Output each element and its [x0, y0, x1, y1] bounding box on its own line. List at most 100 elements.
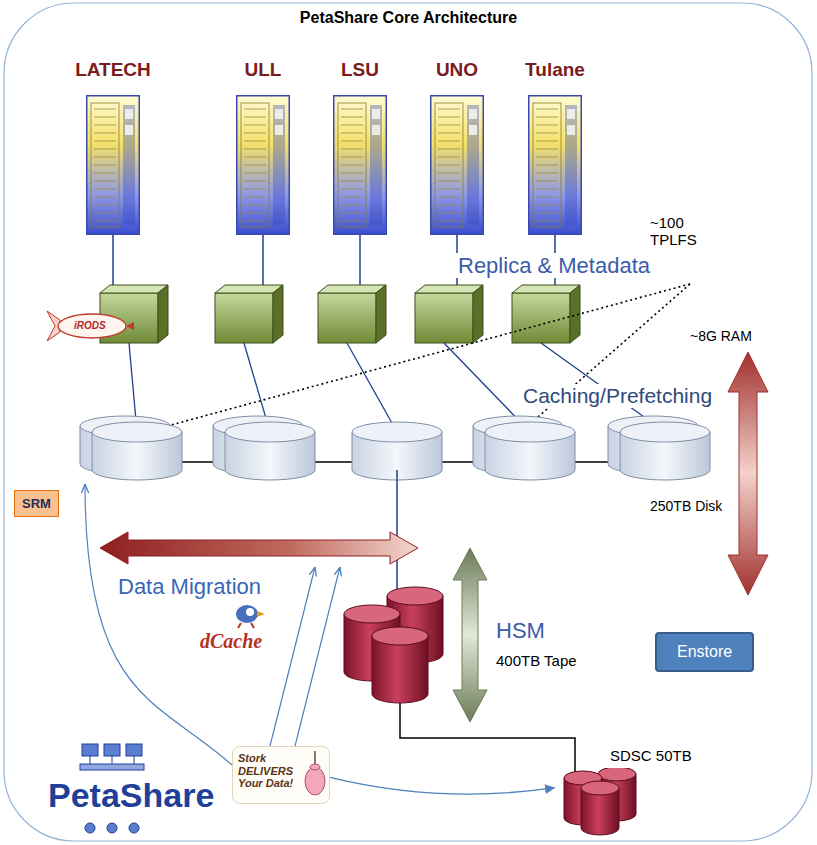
server-link: [262, 235, 264, 288]
sdsc-cylinder: [581, 781, 619, 795]
outer-frame: [4, 3, 812, 841]
stork-bundle: [314, 751, 316, 765]
cache-node-box: [100, 285, 168, 293]
server-rack: [536, 213, 558, 214]
server-rack: [341, 133, 363, 134]
node-label: Enstore: [677, 643, 732, 661]
server-rack: [536, 149, 558, 150]
disk-cylinder: [352, 422, 442, 442]
server-rack: [533, 103, 561, 227]
node-label: LATECH: [75, 58, 151, 82]
server-rack: [536, 157, 558, 158]
server-rack: [536, 141, 558, 142]
stork-logo: Stork DELIVERS Your Data!: [232, 746, 330, 804]
irods-rocket: [58, 314, 126, 338]
server-rack: [341, 149, 363, 150]
cache-node-box: [318, 293, 376, 343]
server-rack: [536, 117, 558, 118]
logo-text: dCache: [200, 630, 262, 653]
sdsc-storage: SDSC 50TB: [555, 746, 698, 836]
tape-cylinder: [344, 605, 400, 623]
stork-transfer-arrow: [295, 567, 340, 746]
server-rack: [438, 181, 460, 182]
server-rack: [87, 96, 140, 235]
server-rack: [94, 205, 116, 206]
petashare-logo-icon: [80, 764, 144, 770]
server-rack: [431, 96, 484, 235]
server-rack: [469, 125, 477, 135]
storage-server: UNO: [412, 58, 502, 235]
server-rack: [438, 141, 460, 142]
srm-box: SRM: [14, 490, 59, 517]
server-rack: [438, 173, 460, 174]
server-rack: [333, 95, 387, 235]
storage-server: LATECH: [68, 58, 158, 235]
server-rack: [430, 95, 484, 235]
disk-tape-link: [396, 470, 398, 592]
server-rack: [536, 205, 558, 206]
server-rack: [244, 189, 266, 190]
server-rack: [91, 103, 119, 227]
server-link: [359, 235, 361, 288]
section-label: Caching/Prefetching: [520, 384, 715, 408]
server-rack: [94, 165, 116, 166]
sdsc-cylinder: [555, 768, 665, 836]
dcache-mascot: [236, 605, 265, 628]
tape-cylinder: [372, 627, 428, 645]
server-rack: [237, 96, 290, 235]
tape-cylinder: [372, 636, 428, 703]
hsm-arrow: [453, 548, 487, 722]
cache-node-box: [215, 285, 283, 293]
petashare-logo-icon: [107, 823, 117, 833]
irods-rocket: [47, 311, 134, 341]
disk-cylinder: [620, 422, 710, 442]
server-rack: [244, 109, 266, 110]
server-rack: [567, 109, 575, 119]
server-rack: [438, 125, 460, 126]
server-rack: [244, 117, 266, 118]
server-rack: [244, 133, 266, 134]
server-rack: [241, 103, 269, 227]
storage-server: LSU: [315, 58, 405, 235]
server-rack: [94, 133, 116, 134]
server-rack: [528, 95, 582, 235]
server-rack: [435, 103, 463, 227]
dcache-mascot: [238, 623, 254, 628]
server-rack: [438, 117, 460, 118]
node-label: Stork DELIVERS Your Data!: [238, 752, 300, 790]
server-rack: [438, 133, 460, 134]
disk-tape-link: [397, 470, 398, 592]
server-rack: [236, 95, 290, 235]
server-rack: [244, 165, 266, 166]
server-rack: [244, 157, 266, 158]
server-rack: [244, 141, 266, 142]
server-rack: [341, 117, 363, 118]
cache-node-box: [318, 285, 386, 293]
server-rack: [536, 181, 558, 182]
cache-level-arrow: [728, 352, 768, 595]
server-rack: [438, 205, 460, 206]
disk-cylinder: [80, 416, 710, 480]
server-rack: [341, 205, 363, 206]
stork-bundle: [303, 751, 327, 801]
cache-level-arrow: [728, 352, 768, 595]
server-rack: [536, 189, 558, 190]
flow-label: Data Migration: [118, 574, 261, 599]
node-label: SDSC 50TB: [610, 746, 692, 766]
server-rack: [125, 125, 133, 135]
server-rack: [244, 205, 266, 206]
cache-node-box: [158, 285, 168, 343]
stork-bundle: [305, 767, 325, 795]
server-rack: [341, 173, 363, 174]
disk-cylinder: [92, 422, 182, 442]
server-rack: [536, 133, 558, 134]
server-rack: [94, 213, 116, 214]
storage-server: ULL: [218, 58, 308, 235]
diagram-title: PetaShare Core Architecture: [0, 9, 817, 27]
server-rack: [123, 105, 135, 225]
capacity-note: 250TB Disk: [650, 498, 722, 514]
server-link: [112, 235, 114, 288]
server-rack: [567, 125, 575, 135]
server-rack: [86, 95, 140, 235]
dcache-mascot: [236, 605, 258, 623]
